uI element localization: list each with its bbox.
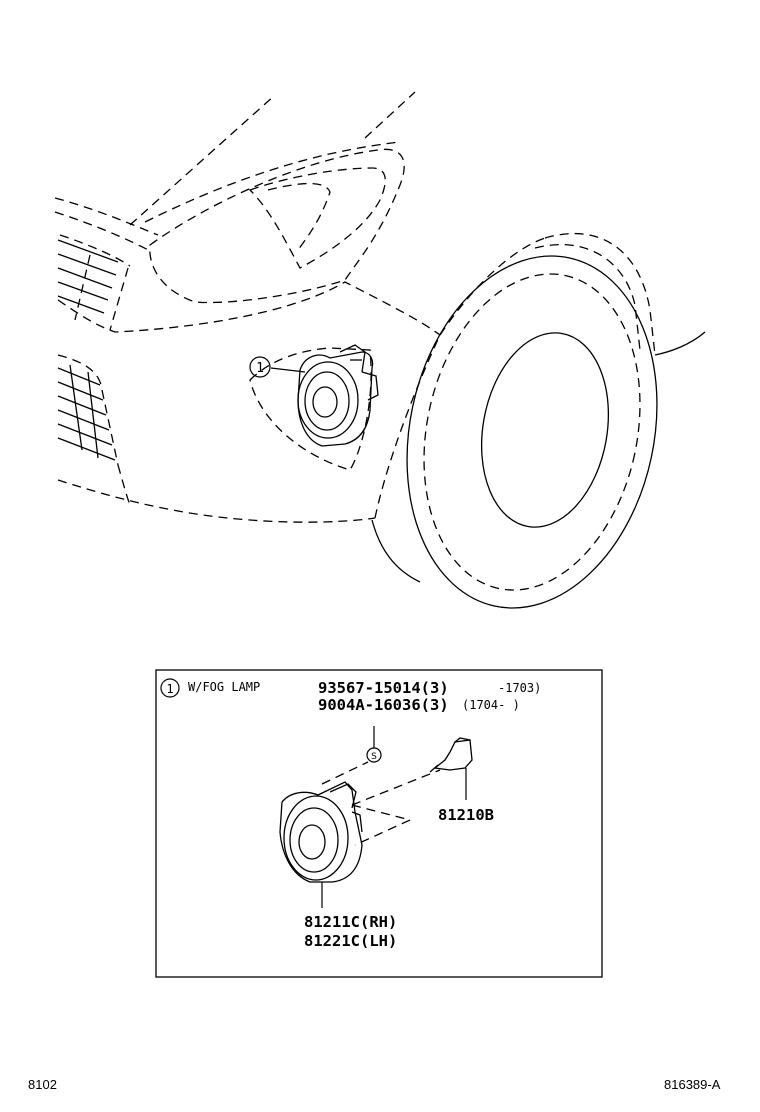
- inset-condition-label: W/FOG LAMP: [188, 680, 261, 694]
- inset-frame: [155, 669, 603, 978]
- part-qty: (3): [420, 679, 449, 697]
- inset-callout-number: 1: [166, 682, 173, 696]
- part-range: -1703): [498, 681, 542, 695]
- callout-circle: [249, 356, 271, 378]
- lower-grille: [57, 354, 119, 466]
- upper-grille: [57, 239, 129, 331]
- car-body-outline: [54, 91, 706, 523]
- inset-callout-circle: [160, 678, 180, 698]
- screw-symbol: S: [371, 752, 377, 762]
- part-number: 9004A-16036: [318, 696, 421, 714]
- part-row-1: 93567-15014(3): [318, 678, 449, 697]
- drawing-code: 816389-A: [664, 1077, 721, 1092]
- assembly-lines: [321, 761, 441, 846]
- callout-number: 1: [256, 361, 264, 376]
- wheel: [371, 255, 658, 609]
- screw: S: [366, 726, 382, 763]
- lamp-part-number-rh: 81211C(RH): [304, 913, 398, 931]
- part-qty: (3): [420, 696, 449, 714]
- lamp-part-number-lh: 81221C(LH): [304, 932, 398, 950]
- part-range: (1704- ): [462, 698, 520, 712]
- callout-leader: [270, 367, 306, 373]
- bulb: [429, 737, 473, 800]
- fog-lamp-installed: [297, 344, 379, 447]
- section-code: 8102: [28, 1077, 57, 1092]
- fog-lamp-assembly: [279, 781, 363, 908]
- part-row-2: 9004A-16036(3): [318, 695, 449, 714]
- part-number: 93567-15014: [318, 679, 421, 697]
- bulb-part-number: 81210B: [438, 806, 494, 824]
